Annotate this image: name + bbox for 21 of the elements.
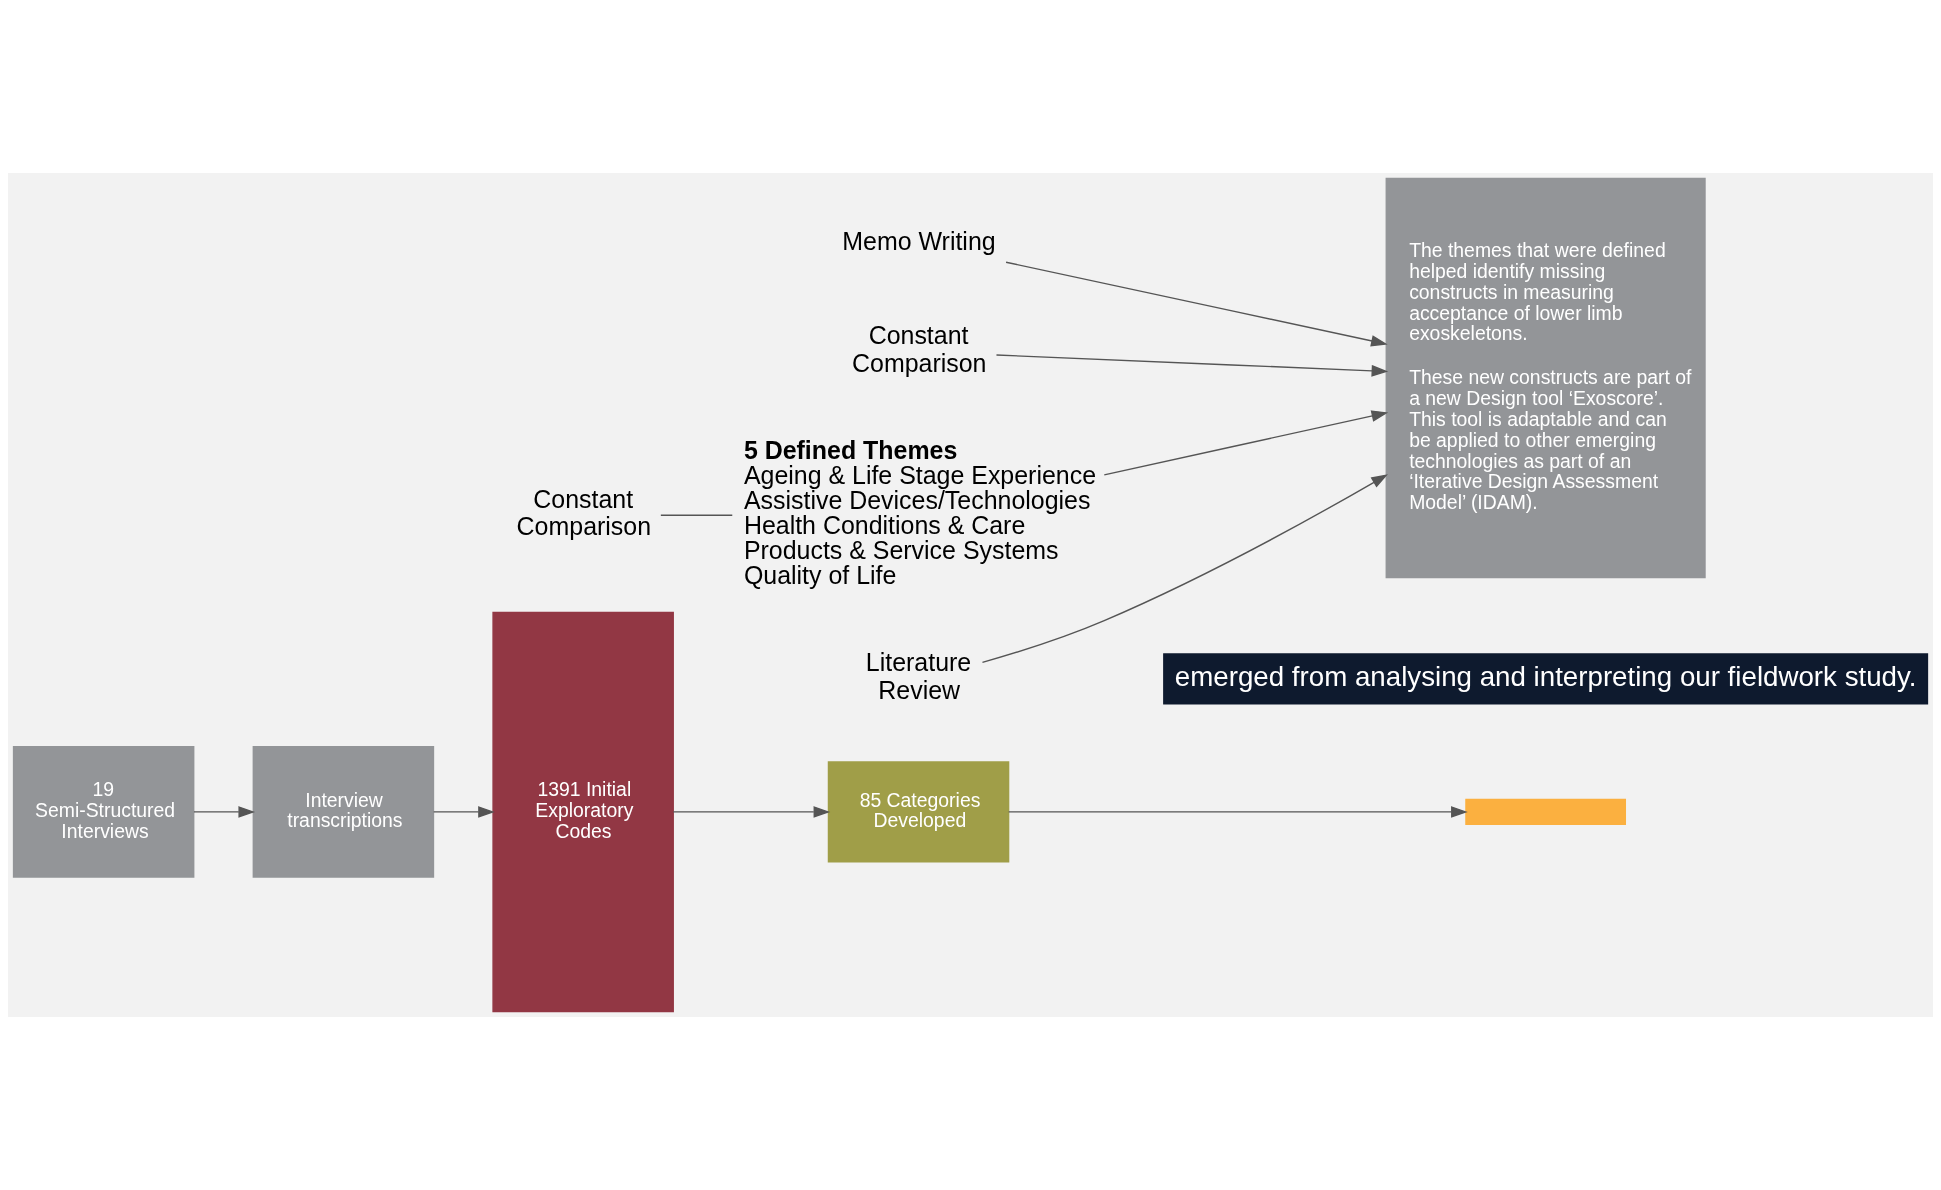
label: emerged from analysing and interpreting our fieldwork study. — [1174, 660, 1917, 692]
arrow — [433, 806, 495, 818]
arrow — [1008, 806, 1468, 818]
node-bar — [1465, 798, 1627, 826]
node-box: 1391 Initial Exploratory Codes — [492, 611, 674, 1013]
node-box: The themes that were defined helped identify missing constructs in measuring acceptance of lower limb exoskeletons. These new constructs are part of a new Design tool ‘Exoscore’. This tool is adaptable and can be applied to other emerging technologies as part of an ‘Iterative Design Assessment Model’ (IDAM). — [1385, 177, 1706, 579]
connector — [660, 514, 733, 516]
node-text: Constant Comparison — [516, 484, 652, 541]
arrow — [995, 354, 1389, 377]
node-box: 19 Semi-Structured Interviews — [12, 746, 195, 878]
node-text: Memo Writing — [842, 226, 996, 255]
arrow — [1005, 261, 1388, 347]
node-text: Constant Comparison — [852, 321, 987, 377]
arrow — [672, 806, 831, 818]
node-box: 85 Categories Developed — [827, 761, 1010, 863]
node-text: 5 Defined Themes Ageing & Life Stage Experience Assistive Devices/Technologies Health Conditions & Care Products & Service Systems Quality of Life — [743, 436, 1097, 589]
arrow — [193, 806, 256, 818]
arrow — [981, 474, 1388, 664]
node-box: Interview transcriptions — [252, 746, 435, 878]
node-text: Literature Review — [865, 648, 972, 704]
arrow — [1103, 410, 1389, 476]
